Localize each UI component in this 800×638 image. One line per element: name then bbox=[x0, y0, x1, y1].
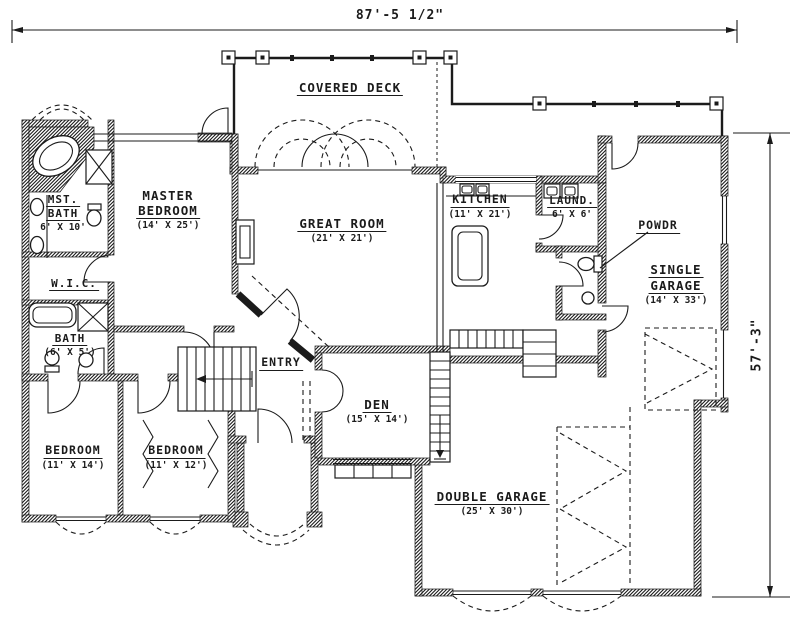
windows bbox=[55, 133, 728, 596]
stairs-lower bbox=[429, 351, 451, 463]
covered-deck-structure bbox=[221, 50, 724, 170]
room-label-great-room: GREAT ROOM (21' X 21') bbox=[297, 216, 387, 244]
dimension-label-width: 87'-5 1/2" bbox=[355, 8, 445, 23]
room-label-entry: ENTRY bbox=[259, 355, 303, 371]
garage-roof-lines bbox=[452, 327, 717, 612]
room-label-bath: BATH (6' X 5') bbox=[44, 332, 96, 359]
stairs-main bbox=[177, 346, 257, 412]
dimension-line-top bbox=[11, 20, 738, 43]
room-label-den: DEN (15' X 14') bbox=[345, 397, 409, 425]
room-label-bedroom-2: BEDROOM (11' X 12') bbox=[144, 443, 208, 471]
stairs-hall bbox=[449, 329, 557, 378]
room-label-bedroom-1: BEDROOM (11' X 14') bbox=[41, 443, 105, 471]
bath-fixtures bbox=[28, 302, 109, 373]
laundry-fixtures bbox=[543, 183, 579, 199]
powder-fixtures bbox=[577, 231, 649, 305]
room-label-mst-bath: MST. BATH 6' X 10' bbox=[40, 193, 86, 234]
room-label-master-bedroom: MASTER BEDROOM (14' X 25') bbox=[136, 188, 200, 231]
doors bbox=[47, 107, 639, 444]
exterior-walls bbox=[21, 119, 729, 597]
entry-porch bbox=[242, 275, 331, 546]
room-label-laundry: LAUND. 6' X 6' bbox=[547, 194, 597, 221]
dimension-line-right bbox=[712, 132, 790, 598]
room-label-covered-deck: COVERED DECK bbox=[296, 80, 404, 96]
kitchen-fixtures bbox=[446, 183, 536, 287]
dimension-label-depth: 57'-3" bbox=[749, 318, 765, 372]
fireplace bbox=[235, 219, 255, 265]
room-label-kitchen: KITCHEN (11' X 21') bbox=[448, 192, 512, 220]
closet-doors bbox=[142, 419, 219, 489]
room-label-single-garage: SINGLE GARAGE (14' X 33') bbox=[644, 262, 708, 306]
room-label-powder: POWDR bbox=[636, 218, 680, 234]
deck-pillar bbox=[221, 50, 724, 111]
room-label-wic: W.I.C. bbox=[49, 277, 99, 292]
room-label-double-garage: DOUBLE GARAGE (25' X 30') bbox=[434, 489, 550, 517]
master-bath-fixtures bbox=[28, 104, 113, 258]
